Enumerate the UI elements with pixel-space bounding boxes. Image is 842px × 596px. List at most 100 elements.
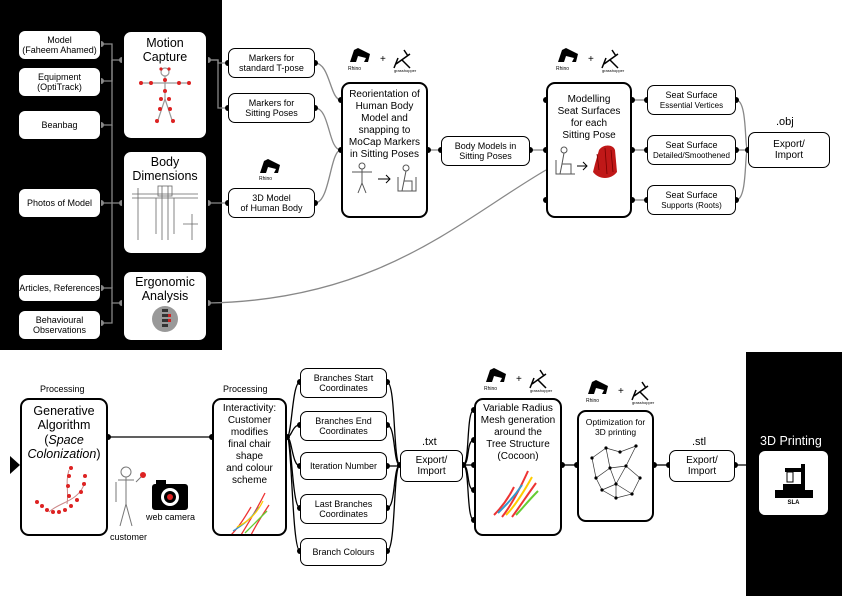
generative-line-2: Algorithm [37, 418, 91, 433]
export-import-obj-label: Export/ Import [773, 138, 805, 162]
seat-supports-box: Seat Surface Supports (Roots) [647, 185, 736, 215]
rhino-grasshopper-logo-2: Rhino + grasshopper [552, 44, 632, 76]
input-behavioural-label: Behavioural Observations [32, 314, 87, 335]
plus-text: + [516, 374, 522, 385]
export-import-stl-box: Export/ Import [669, 450, 735, 482]
generative-line-4: Colonization) [28, 447, 101, 461]
generative-paren-open: ( [44, 432, 49, 447]
mesh-generation-label: Variable Radius Mesh generation around t… [480, 403, 556, 462]
body-models-label: Body Models in Sitting Poses [454, 140, 517, 161]
start-arrow-icon [10, 456, 20, 474]
interactivity-box: Interactivity: Customer modifies final c… [212, 398, 287, 536]
tree-points-icon [35, 465, 87, 514]
ergonomic-analysis-title: Ergonomic Analysis [135, 275, 195, 304]
coloured-chair-icon [230, 492, 270, 534]
input-model-label: Model (Faheem Ahamed) [22, 34, 97, 55]
customer-label: customer [110, 532, 148, 542]
rhino-text: Rhino [259, 176, 273, 182]
motion-capture-title: Motion Capture [142, 36, 188, 65]
cocoon-mesh-icon [493, 470, 539, 518]
processing-label-2: Processing [223, 384, 268, 394]
body-models-box: Body Models in Sitting Poses [441, 136, 530, 166]
grasshopper-text: grasshopper [394, 68, 417, 73]
web-camera-label: web camera [146, 512, 196, 522]
seat-model-icon [555, 145, 617, 178]
markers-tpose-label: Markers for standard T-pose [239, 52, 304, 73]
modelling-box: Modelling Seat Surfaces for each Sitting… [546, 82, 632, 218]
body-dimensions-box: Body Dimensions [122, 150, 208, 255]
export-import-txt-label: Export/ Import [415, 454, 448, 478]
param-iteration-box: Iteration Number [300, 452, 387, 480]
export-import-stl-label: Export/ Import [686, 454, 718, 478]
ext-obj-label: .obj [776, 116, 794, 128]
seat-essential-sub: Essential Vertices [659, 100, 724, 110]
input-equipment: Equipment (OptiTrack) [18, 67, 101, 97]
input-articles: Articles, References [18, 274, 101, 302]
seat-detailed-box: Seat Surface Detailed/Smoothened [647, 135, 736, 165]
input-beanbag: Beanbag [18, 110, 101, 140]
reorientation-box: Reorientation of Human Body Model and sn… [341, 82, 428, 218]
motion-capture-box: Motion Capture [122, 30, 208, 140]
plus-text: + [588, 54, 594, 65]
generative-line-1: Generative [33, 404, 95, 418]
export-import-obj-box: Export/ Import [748, 132, 830, 168]
param-iteration-label: Iteration Number [309, 460, 378, 471]
modelling-label: Modelling Seat Surfaces for each Sitting… [557, 94, 621, 141]
seat-supports-title: Seat Surface [665, 190, 718, 201]
rhino-text: Rhino [484, 386, 498, 392]
ergonomic-analysis-box: Ergonomic Analysis [122, 270, 208, 342]
markers-sitting-box: Markers for Sitting Poses [228, 93, 315, 123]
model-3d-label: 3D Model of Human Body [240, 192, 303, 213]
input-photos-label: Photos of Model [26, 197, 93, 208]
rhino-text: Rhino [348, 66, 362, 72]
ext-txt-label: .txt [422, 436, 437, 448]
rhino-text: Rhino [586, 398, 600, 404]
mocap-figure-icon [139, 67, 191, 123]
param-branches-end-label: Branches End Coordinates [315, 415, 372, 436]
param-branches-start-box: Branches Start Coordinates [300, 368, 387, 398]
markers-tpose-box: Markers for standard T-pose [228, 48, 315, 78]
model-3d-box: 3D Model of Human Body [228, 188, 315, 218]
sla-printer-icon [774, 463, 813, 498]
input-equipment-label: Equipment (OptiTrack) [37, 71, 82, 92]
seat-essential-title: Seat Surface [665, 90, 718, 101]
generative-colonization-italic: Colonization [27, 447, 97, 462]
printer-box: SLA [758, 450, 829, 516]
generative-paren-close: ) [96, 447, 101, 462]
markers-sitting-label: Markers for Sitting Poses [245, 97, 298, 118]
generative-line-3: (Space [44, 433, 84, 447]
export-import-txt-box: Export/ Import [400, 450, 463, 482]
input-articles-label: Articles, References [19, 282, 100, 293]
processing-label-1: Processing [40, 384, 85, 394]
optimization-label: Optimization for 3D printing [585, 417, 646, 437]
mesh-generation-box: Variable Radius Mesh generation around t… [474, 398, 562, 536]
seat-essential-box: Seat Surface Essential Vertices [647, 85, 736, 115]
param-branch-colours-box: Branch Colours [300, 538, 387, 566]
input-photos: Photos of Model [18, 188, 101, 218]
generative-space-italic: Space [48, 432, 84, 447]
optimized-structure-icon [589, 443, 642, 500]
param-branches-end-box: Branches End Coordinates [300, 411, 387, 441]
seat-detailed-sub: Detailed/Smoothened [653, 150, 730, 160]
param-last-branches-label: Last Branches Coordinates [314, 498, 373, 519]
rhino-logo-3d-model: Rhino [256, 155, 286, 185]
plus-text: + [618, 386, 624, 397]
rhino-grasshopper-logo-1: Rhino + grasshopper [344, 44, 424, 76]
input-behavioural: Behavioural Observations [18, 310, 101, 340]
rhino-grasshopper-logo-3: Rhino + grasshopper [480, 364, 560, 396]
ext-stl-label: .stl [692, 436, 707, 448]
plus-text: + [380, 54, 386, 65]
grasshopper-text: grasshopper [530, 388, 553, 393]
param-branches-start-label: Branches Start Coordinates [313, 372, 374, 393]
seat-supports-sub: Supports (Roots) [661, 200, 722, 210]
spine-icon [152, 305, 178, 332]
generative-algorithm-box: Generative Algorithm (Space Colonization… [20, 398, 108, 536]
input-beanbag-label: Beanbag [41, 119, 78, 130]
input-model: Model (Faheem Ahamed) [18, 30, 101, 60]
rhino-text: Rhino [556, 66, 570, 72]
printing-title: 3D Printing [760, 434, 822, 448]
sla-label: SLA [787, 499, 800, 506]
reorientation-figure-icon [351, 162, 416, 194]
body-dimensions-drawing-icon [132, 185, 198, 240]
param-last-branches-box: Last Branches Coordinates [300, 494, 387, 524]
